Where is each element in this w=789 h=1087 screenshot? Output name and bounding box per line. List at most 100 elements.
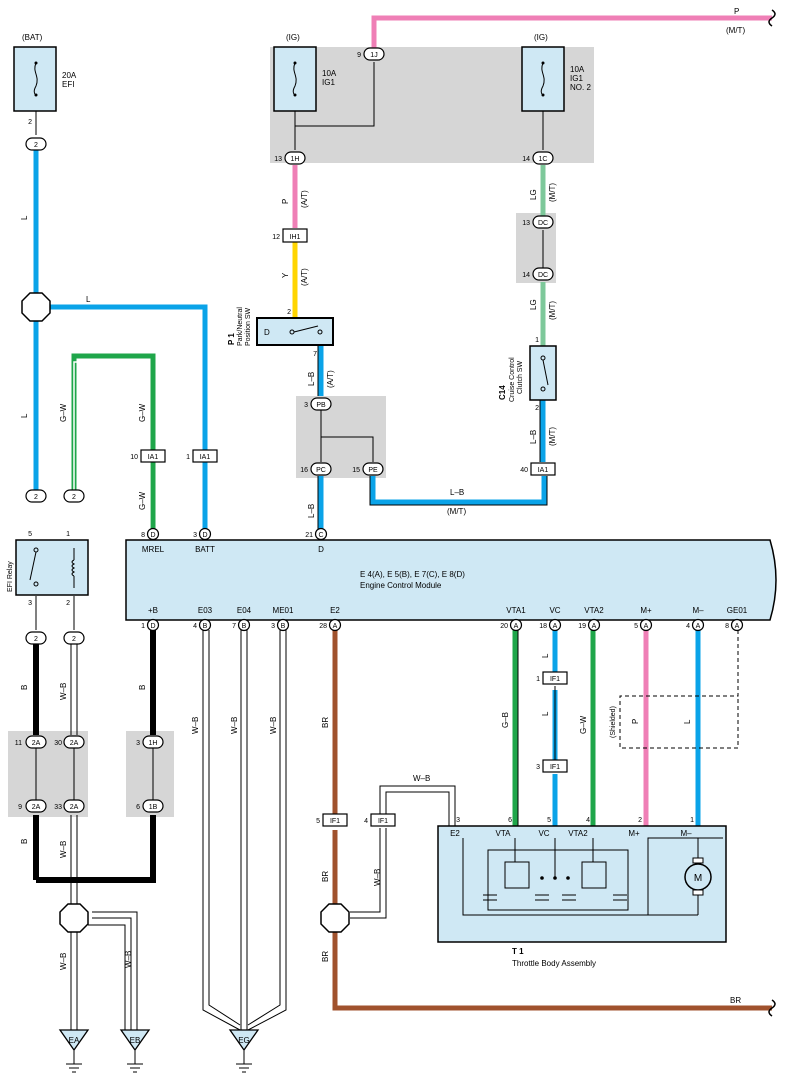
ecm-term-e04: E04 (237, 606, 252, 615)
wire-label: L (86, 295, 91, 304)
pn-switch-contact: D (264, 328, 270, 337)
ig1n2-name: IG1 (570, 74, 583, 83)
splice-br (320, 903, 350, 933)
wire-label: P (631, 719, 640, 724)
ground-eg-label: EG (238, 1036, 250, 1045)
ig1n2-name2: NO. 2 (570, 83, 591, 92)
ecm-term-ge01: GE01 (727, 606, 748, 615)
wire-label: BR (321, 951, 330, 962)
ecm-pin-letter: B (242, 623, 247, 630)
wire-label: L–B (307, 504, 316, 518)
conn-IH1: IH1 (290, 234, 301, 241)
wire-label: BR (730, 996, 741, 1005)
wire-label: (A/T) (300, 190, 309, 208)
ig1n2-rating: 10A (570, 65, 585, 74)
conn-2A-d: 2A (70, 804, 79, 811)
pin: 1 (536, 676, 540, 683)
pin: 10 (130, 454, 138, 461)
pin: 13 (274, 156, 282, 163)
wire-label: G–W (138, 403, 147, 422)
ig1-fuse (273, 46, 317, 112)
pin: 3 (193, 532, 197, 539)
t1-term-e2: E2 (450, 829, 460, 838)
ig1-rating: 10A (322, 69, 337, 78)
ecm-term-mplus: M+ (640, 606, 652, 615)
efi-relay-label: EFI Relay (7, 561, 14, 592)
pin: 1 (690, 817, 694, 824)
ecm-pin-letter: A (592, 623, 597, 630)
ecm-term-mminus: M– (692, 606, 704, 615)
c14-code: C14 (498, 385, 507, 400)
wire-label: (A/T) (300, 268, 309, 286)
wire-p-note: (M/T) (726, 26, 745, 35)
pin: 16 (300, 467, 308, 474)
pin: 8 (141, 532, 145, 539)
pin: 3 (456, 817, 460, 824)
wire-label: W–B (59, 953, 68, 970)
conn-IF1-a: IF1 (550, 676, 560, 683)
wire-label: W–B (59, 841, 68, 858)
conn-1J: 1J (370, 52, 377, 59)
conn-2-efi: 2 (34, 142, 38, 149)
pin: 3 (28, 600, 32, 607)
pin: 4 (193, 623, 197, 630)
ecm-term-mrel: MREL (142, 545, 165, 554)
pin: 3 (304, 402, 308, 409)
conn-2-e: 2 (72, 636, 76, 643)
t1-term-vc: VC (538, 829, 549, 838)
conn-2-c: 2 (72, 494, 76, 501)
pin: 3 (536, 764, 540, 771)
conn-PC: PC (316, 467, 326, 474)
pin: 18 (539, 623, 547, 630)
conn-DC-b: DC (538, 272, 548, 279)
wire-label: B (20, 839, 29, 844)
ig-source-2: (IG) (534, 33, 548, 42)
ecm-term-vc: VC (549, 606, 560, 615)
connector-pills (25, 47, 554, 813)
wire-label: W–B (191, 717, 200, 734)
wire-label: W–B (269, 717, 278, 734)
pin: 33 (54, 804, 62, 811)
wire-label: (M/T) (548, 301, 557, 320)
wire-label: W–B (59, 683, 68, 700)
wire-label: L–B (307, 372, 316, 386)
pin: 2 (66, 600, 70, 607)
ecm-pin-letter: D (150, 532, 155, 539)
ecm-pin-letter: A (735, 623, 740, 630)
ecm-pin-letter: D (150, 623, 155, 630)
ecm-term-batt: BATT (195, 545, 215, 554)
conn-2A-b: 2A (70, 740, 79, 747)
conn-2A-c: 2A (32, 804, 41, 811)
ecm-pin-letter: D (202, 532, 207, 539)
t1-term-vta2: VTA2 (568, 829, 588, 838)
pin: 1 (141, 623, 145, 630)
ground-ea-label: EA (69, 1036, 80, 1045)
ecm-pin-letter: B (203, 623, 208, 630)
pin: 28 (319, 623, 327, 630)
wire-label: G–W (579, 715, 588, 734)
ig1-no2-fuse (521, 46, 565, 112)
wire-label: G–W (59, 403, 68, 422)
pin: 20 (500, 623, 508, 630)
conn-PE: PE (368, 467, 378, 474)
conn-IA1-c: IA1 (538, 467, 549, 474)
t1-name: Throttle Body Assembly (512, 959, 596, 968)
t1-term-mplus: M+ (628, 829, 640, 838)
wire-label: (M/T) (548, 427, 557, 446)
ground-eb (119, 1029, 151, 1073)
ecm-pin-letter: A (333, 623, 338, 630)
park-neutral-position-switch (256, 317, 334, 346)
ecm-pin-letter: A (514, 623, 519, 630)
pin: 6 (508, 817, 512, 824)
conn-1B: 1B (149, 804, 158, 811)
ecm-pin-circles (146, 527, 744, 632)
conn-1H-b: 1H (149, 740, 158, 747)
pin: 12 (272, 234, 280, 241)
wire-label: (Shielded) (610, 706, 617, 738)
conn-IF1-d: IF1 (378, 818, 388, 825)
efi-name: EFI (62, 80, 74, 89)
pin: 1 (66, 531, 70, 538)
pin: 3 (271, 623, 275, 630)
pin: 2 (28, 119, 32, 126)
